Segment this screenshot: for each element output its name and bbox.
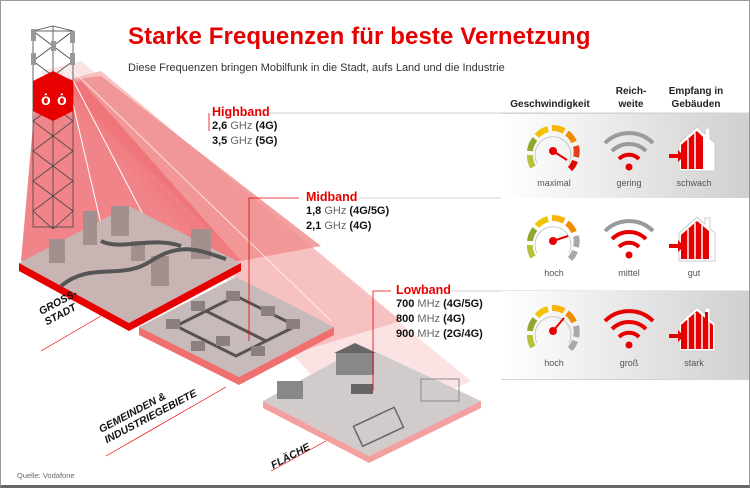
frequency-line: 2,6 GHz (4G) <box>212 120 278 132</box>
indoor-value: gut <box>687 268 701 278</box>
indoor-value: stark <box>684 358 704 368</box>
speedometer-icon <box>527 305 580 352</box>
column-range-line1: Reich- <box>615 86 647 97</box>
divider <box>501 113 749 114</box>
source-credit: Quelle: Vodafone <box>17 471 75 480</box>
frequency-line: 2,1 GHz (4G) <box>306 220 372 232</box>
wifi-signal-icon <box>603 131 655 171</box>
range-value: mittel <box>618 268 640 278</box>
frequency-line: 3,5 GHz (5G) <box>212 135 278 147</box>
house-signal-icon <box>669 306 716 352</box>
speedometer-icon <box>527 125 580 172</box>
frequency-line: 900 MHz (2G/4G) <box>396 328 483 340</box>
frequency-line: 800 MHz (4G) <box>396 313 466 325</box>
wifi-signal-icon <box>603 309 655 349</box>
speed-value: hoch <box>544 268 564 278</box>
page-title: Starke Frequenzen für beste Vernetzung <box>128 23 591 50</box>
speedometer-icon <box>527 215 580 262</box>
column-range-header: Reich- weite <box>601 85 661 111</box>
column-speed-header: Geschwindigkeit <box>510 99 590 110</box>
band-name: Midband <box>306 190 358 204</box>
frequency-line: 1,8 GHz (4G/5G) <box>306 205 390 217</box>
house-signal-icon <box>669 126 716 172</box>
column-indoor-line2: Gebäuden <box>671 99 721 110</box>
cell-tower-icon <box>32 25 74 230</box>
speed-value: hoch <box>544 358 564 368</box>
band-lowband: Lowband 700 MHz (4G/5G) 800 MHz (4G) 900… <box>396 283 483 342</box>
column-range-line2: weite <box>618 99 644 110</box>
band-name: Highband <box>212 105 270 119</box>
band-name: Lowband <box>396 283 451 297</box>
range-value: gering <box>616 178 642 188</box>
divider <box>501 379 749 380</box>
page-subtitle: Diese Frequenzen bringen Mobilfunk in di… <box>128 62 505 74</box>
column-indoor-header: Empfang in Gebäuden <box>661 85 731 111</box>
band-highband: Highband 2,6 GHz (4G) 3,5 GHz (5G) <box>212 105 277 149</box>
speed-value: maximal <box>537 178 571 188</box>
column-indoor-line1: Empfang in <box>668 86 724 97</box>
frequency-line: 700 MHz (4G/5G) <box>396 298 483 310</box>
range-value: groß <box>619 358 639 368</box>
house-signal-icon <box>669 216 716 262</box>
band-midband: Midband 1,8 GHz (4G/5G) 2,1 GHz (4G) <box>306 190 389 234</box>
wifi-signal-icon <box>603 219 655 259</box>
indoor-value: schwach <box>676 178 712 188</box>
svg-text:ȯ: ȯ <box>57 92 67 109</box>
svg-text:ȯ: ȯ <box>41 92 51 109</box>
